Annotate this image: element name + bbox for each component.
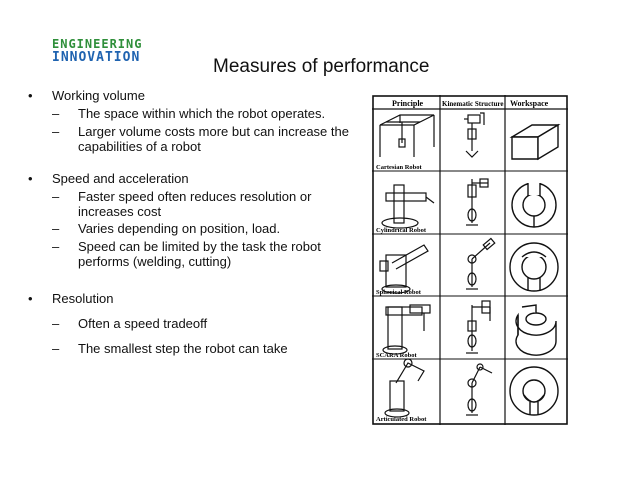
cylindrical-kinematic-diagram — [466, 178, 489, 226]
sub-bullet-line: Varies depending on position, load. — [78, 221, 281, 236]
articulated-kinematic-diagram — [466, 363, 493, 416]
cartesian-robot-illustration — [379, 114, 435, 157]
robot-types-figure: Principle Kinematic Structure Workspace … — [372, 95, 568, 425]
spherical-robot-illustration — [379, 244, 429, 294]
spherical-kinematic-diagram — [466, 237, 496, 290]
logo-line-1: ENGINEERING — [52, 37, 143, 51]
sub-bullet-line: Larger volume costs more but can increas… — [78, 124, 349, 139]
cylindrical-workspace — [511, 181, 557, 228]
cartesian-workspace-box — [509, 123, 561, 161]
row-label-scara: SCARA Robot — [376, 352, 417, 359]
dash-marker: – — [52, 124, 60, 139]
column-header-principle: Principle — [392, 99, 424, 108]
sub-bullet-line: Often a speed tradeoff — [78, 316, 208, 331]
bullet-marker: • — [28, 171, 33, 186]
row-label-cartesian: Cartesian Robot — [376, 164, 423, 171]
column-header-kinematic: Kinematic Structure — [442, 100, 504, 108]
scara-robot-illustration — [382, 304, 431, 355]
articulated-workspace — [509, 366, 559, 416]
dash-marker: – — [52, 239, 60, 254]
sub-bullet-line: The smallest step the robot can take — [78, 341, 288, 356]
slide-title: Measures of performance — [213, 56, 430, 77]
spherical-workspace — [509, 242, 559, 292]
logo-line-2: INNOVATION — [52, 50, 141, 65]
row-label-cylindrical: Cylindrical Robot — [376, 227, 427, 234]
dash-marker: – — [52, 221, 60, 236]
dash-marker: – — [52, 316, 60, 331]
sub-bullet-line: The space within which the robot operate… — [78, 106, 326, 121]
cartesian-kinematic-diagram — [464, 112, 485, 158]
engineering-innovation-logo: ENGINEERING INNOVATION — [52, 38, 174, 68]
dash-marker: – — [52, 341, 60, 356]
sub-bullet-line: Faster speed often reduces resolution or — [78, 189, 312, 204]
sub-bullet-line: Speed can be limited by the task the rob… — [78, 239, 321, 254]
bullet-heading-working-volume: Working volume — [52, 88, 145, 103]
bullet-marker: • — [28, 88, 33, 103]
articulated-robot-illustration — [384, 358, 425, 418]
scara-kinematic-diagram — [466, 300, 491, 354]
column-header-workspace: Workspace — [510, 99, 549, 108]
dash-marker: – — [52, 106, 60, 121]
sub-bullet-line: performs (welding, cutting) — [78, 254, 232, 269]
scara-workspace — [515, 304, 557, 356]
dash-marker: – — [52, 189, 60, 204]
cylindrical-robot-illustration — [381, 184, 435, 229]
bullet-heading-resolution: Resolution — [52, 291, 114, 306]
bullet-marker: • — [28, 291, 33, 306]
sub-bullet-line: capabilities of a robot — [78, 139, 201, 154]
bullet-heading-speed: Speed and acceleration — [52, 171, 189, 186]
sub-bullet-line: increases cost — [78, 204, 162, 219]
row-label-articulated: Articulated Robot — [376, 416, 427, 423]
